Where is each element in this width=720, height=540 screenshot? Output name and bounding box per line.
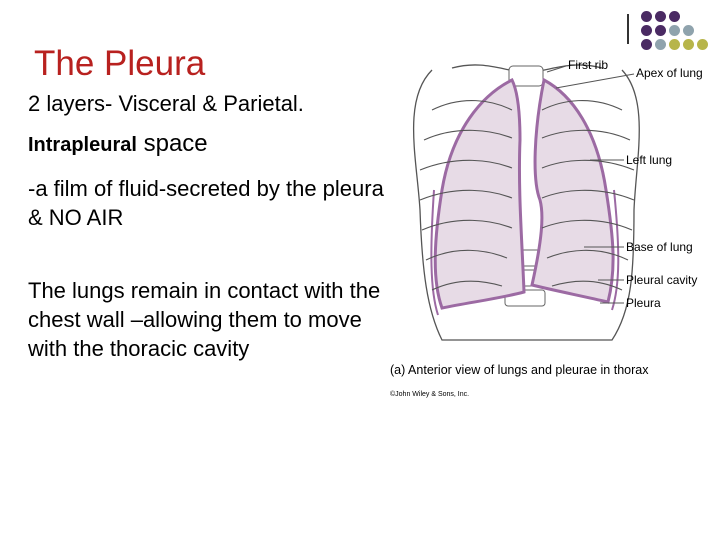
decor-dot	[683, 25, 694, 36]
intrapleural-heading: Intrapleural space	[28, 132, 208, 157]
fluid-description: -a film of fluid-secreted by the pleura …	[28, 176, 384, 230]
layers-text: 2 layers- Visceral & Parietal.	[28, 91, 304, 116]
decor-dot	[641, 39, 652, 50]
label-pleural-cavity: Pleural cavity	[626, 273, 697, 287]
lungs-contact-text: The lungs remain in contact with the che…	[28, 278, 381, 361]
decor-dot	[641, 11, 652, 22]
intrapleural-bold: Intrapleural	[28, 134, 137, 156]
decor-dot	[641, 25, 652, 36]
decor-dot	[655, 11, 666, 22]
label-left-lung: Left lung	[626, 153, 672, 167]
decor-dot	[655, 39, 666, 50]
decor-bar	[627, 14, 629, 44]
decor-dot	[669, 11, 680, 22]
decor-dot	[683, 39, 694, 50]
slide-title: The Pleura	[34, 44, 206, 83]
decor-dot	[697, 39, 708, 50]
figure-caption: (a) Anterior view of lungs and pleurae i…	[390, 363, 649, 377]
space-text: space	[136, 130, 208, 157]
label-first-rib: First rib	[568, 58, 608, 72]
figure-credit: ©John Wiley & Sons, Inc.	[390, 390, 469, 398]
label-base: Base of lung	[626, 240, 693, 254]
decor-dot	[669, 39, 680, 50]
thorax-illustration: First rib Apex of lung Left lung Base of…	[390, 58, 703, 398]
decor-dot	[669, 25, 680, 36]
decor-dot	[655, 25, 666, 36]
label-pleura: Pleura	[626, 296, 661, 310]
label-apex: Apex of lung	[636, 66, 703, 80]
